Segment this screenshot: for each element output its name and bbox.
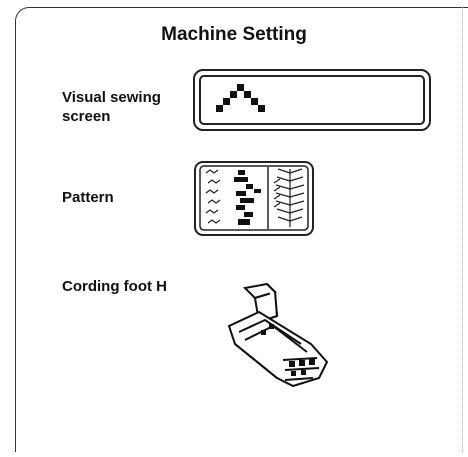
cording-foot-label: Cording foot H <box>62 278 167 295</box>
instruction-panel <box>15 7 468 452</box>
stitch-pattern-card-icon <box>194 161 314 236</box>
page-title: Machine Setting <box>161 24 307 45</box>
cording-foot-h-icon <box>227 282 329 388</box>
pattern-label: Pattern <box>62 189 114 206</box>
panel-right-edge <box>462 7 463 452</box>
visual-sewing-screen-label: Visual sewing screen <box>62 89 161 125</box>
zigzag-stitch-display-icon <box>193 69 431 131</box>
